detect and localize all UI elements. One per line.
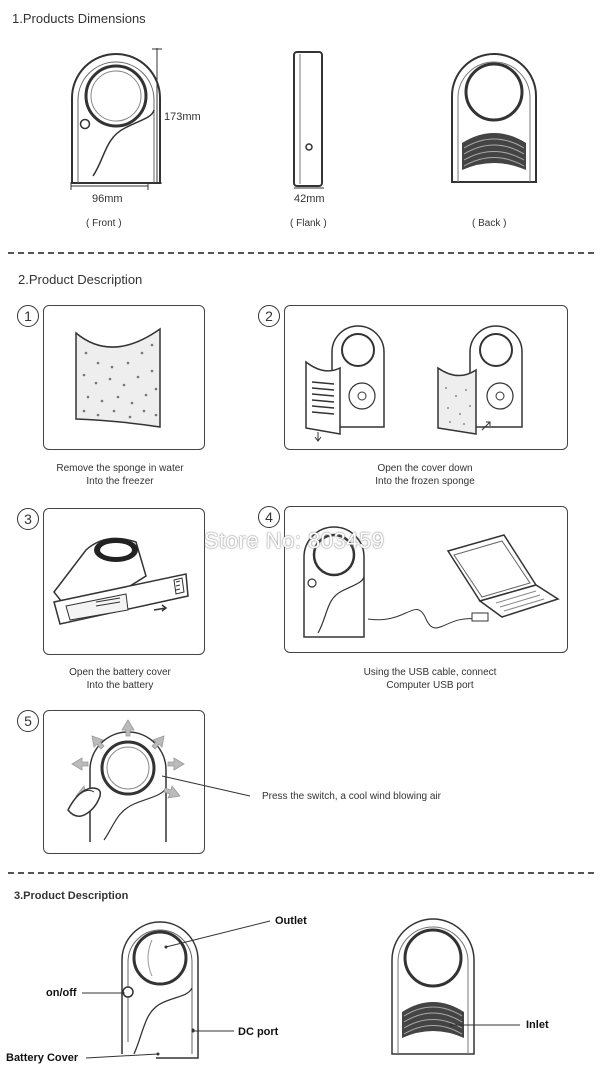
step-4-number: 4 bbox=[258, 506, 280, 528]
section-3-title: 3.Product Description bbox=[14, 890, 129, 902]
step-1-caption-line-1: Remove the sponge in water bbox=[56, 463, 184, 474]
device-back-labeled bbox=[391, 918, 475, 1055]
step-3-caption-line-1: Open the battery cover bbox=[69, 667, 171, 678]
back-caption: ( Back ) bbox=[472, 218, 507, 229]
battery-cover-illustration bbox=[53, 537, 189, 625]
step-2-caption-line-1: Open the cover down bbox=[377, 463, 473, 474]
open-cover-illustration bbox=[305, 325, 523, 442]
sponge-illustration bbox=[75, 327, 161, 428]
dc-port-pointer-line bbox=[191, 1029, 234, 1033]
back-view-drawing bbox=[451, 53, 537, 183]
height-label: 173mm bbox=[164, 111, 201, 123]
section-2-title: 2.Product Description bbox=[18, 272, 143, 287]
step-5-pointer-line bbox=[161, 775, 251, 797]
step-2-number: 2 bbox=[258, 305, 280, 327]
store-watermark: Store No: 803459 bbox=[204, 528, 385, 553]
flank-caption: ( Flank ) bbox=[290, 218, 327, 229]
press-switch-illustration bbox=[67, 719, 185, 842]
inlet-pointer-line bbox=[449, 1023, 520, 1027]
step-1-number: 1 bbox=[17, 305, 39, 327]
step-4-caption-line-2: Computer USB port bbox=[386, 680, 474, 691]
battery-cover-pointer-line bbox=[85, 1052, 160, 1059]
front-caption: ( Front ) bbox=[86, 218, 122, 229]
depth-label: 42mm bbox=[294, 193, 325, 205]
step-3-caption-line-2: Into the battery bbox=[86, 680, 154, 691]
step-5-caption: Press the switch, a cool wind blowing ai… bbox=[262, 791, 441, 802]
outlet-pointer-line bbox=[164, 920, 271, 949]
step-3-number: 3 bbox=[17, 508, 39, 530]
outlet-label: Outlet bbox=[275, 915, 307, 927]
height-dimension-line bbox=[152, 48, 162, 184]
width-dimension-line bbox=[70, 182, 149, 190]
width-label: 96mm bbox=[92, 193, 123, 205]
dc-port-label: DC port bbox=[238, 1026, 279, 1038]
divider-1 bbox=[8, 252, 594, 254]
inlet-label: Inlet bbox=[526, 1019, 549, 1031]
flank-view-drawing bbox=[293, 51, 324, 189]
onoff-label: on/off bbox=[46, 987, 77, 999]
step-5-number: 5 bbox=[17, 710, 39, 732]
section-1-title: 1.Products Dimensions bbox=[12, 11, 146, 26]
front-view-drawing bbox=[71, 53, 161, 184]
step-2-caption-line-2: Into the frozen sponge bbox=[375, 476, 475, 487]
step-1-caption-line-2: Into the freezer bbox=[86, 476, 154, 487]
divider-2 bbox=[8, 872, 594, 874]
step-4-caption-line-1: Using the USB cable, connect bbox=[363, 667, 497, 678]
battery-cover-label: Battery Cover bbox=[6, 1052, 79, 1064]
usb-connection-illustration bbox=[303, 526, 560, 638]
onoff-pointer-line bbox=[82, 991, 125, 995]
